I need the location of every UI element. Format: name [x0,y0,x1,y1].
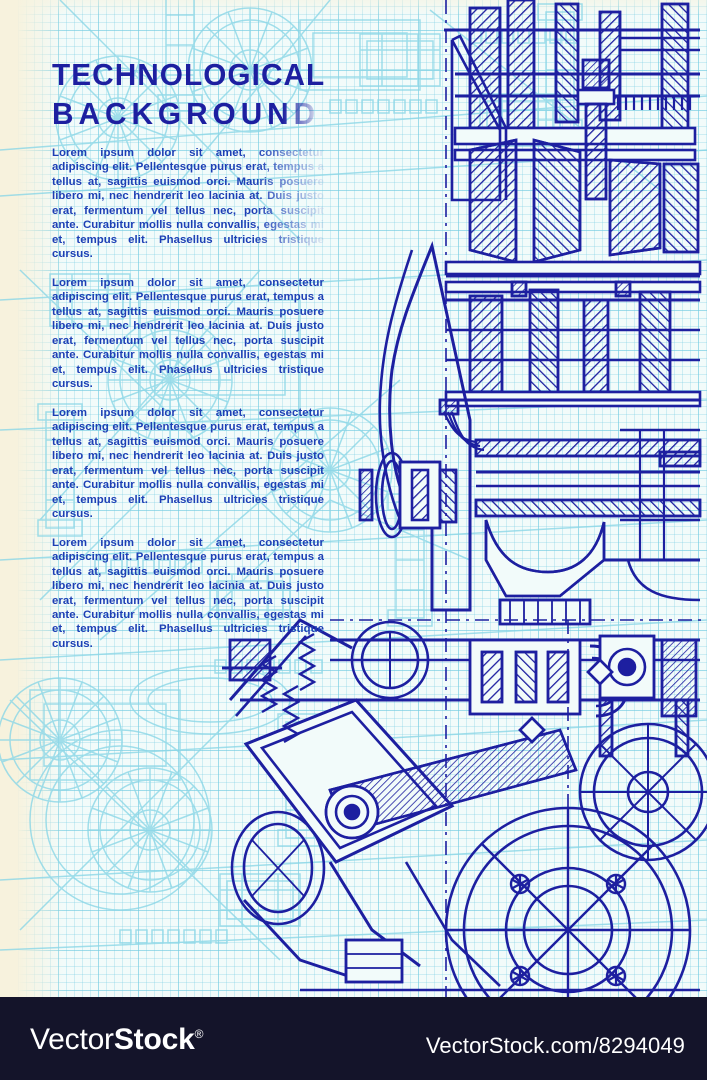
text-column: TECHNOLOGICAL BACKGROUND Lorem ipsum dol… [52,55,324,651]
registered-trademark-icon: ® [194,1027,204,1041]
body-paragraph-2: Lorem ipsum dolor sit amet, consectetur … [52,276,324,391]
body-paragraph-4: Lorem ipsum dolor sit amet, consectetur … [52,536,324,650]
body-paragraph-3: Lorem ipsum dolor sit amet, consectetur … [52,406,324,521]
page-title: TECHNOLOGICAL BACKGROUND [52,55,324,133]
vectorstock-logo: VectorStock® [30,1023,203,1057]
body-copy: Lorem ipsum dolor sit amet, consectetur … [52,146,324,651]
logo-text-thin: Vector [30,1023,114,1056]
body-paragraph-1: Lorem ipsum dolor sit amet, consectetur … [52,147,324,261]
vectorstock-url: VectorStock.com/8294049 [425,1033,685,1058]
logo-text-bold: Stock [113,1023,195,1056]
title-line-1: TECHNOLOGICAL [52,57,326,92]
watermark-footer: VectorStock® VectorStock.com/8294049 [0,997,707,1080]
title-line-2: BACKGROUND [52,96,321,131]
